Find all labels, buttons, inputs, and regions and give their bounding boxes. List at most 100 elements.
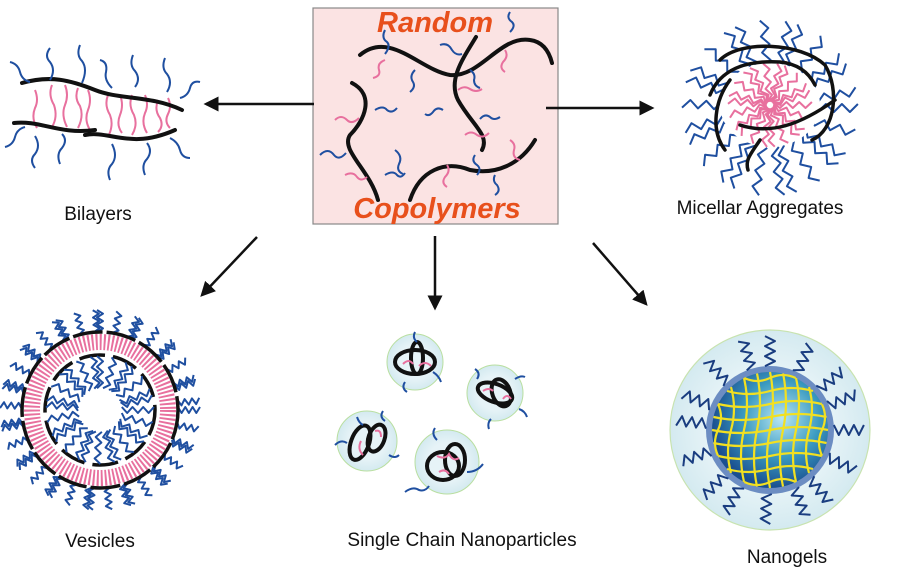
hydrophobic-chain [728,91,768,108]
title-copolymers: Copolymers [353,193,521,225]
hydrophilic-chain [815,366,843,392]
hydrophilic-chain [176,397,201,407]
label-bilayers: Bilayers [64,204,132,225]
hydrophilic-chain [19,346,39,365]
hydrophilic-chain [89,356,101,390]
mesh-line [726,386,814,396]
hydrophilic-chain [16,450,37,467]
hydrophobic-chain [772,101,813,109]
hydrophilic-chain [86,486,96,511]
hydrophilic-chain [165,357,187,373]
hydrophilic-chain [729,144,757,189]
hydrophilic-chain [119,388,151,405]
hydrophilic-chain [137,475,153,497]
hydrophilic-chain [92,309,101,334]
label-micellar-aggregates: Micellar Aggregates [677,198,844,219]
hydrophilic-chain [682,447,713,467]
hydrophilic-chain [64,483,78,507]
hydrophobic-chain [767,63,783,103]
hydrophilic-chain [770,146,786,196]
hydrophilic-chain [93,431,103,465]
hydrophilic-chain [59,372,84,397]
scnp-particle [404,427,484,495]
hydrophilic-chain [777,144,798,193]
hydrophilic-chain [801,131,839,165]
hydrophilic-chain [0,417,25,428]
mesh-line [804,386,814,474]
hydrophilic-chain [790,35,823,75]
hydrophilic-chain [73,312,85,336]
hydrophobic-chain [768,65,789,103]
hydrophobic-chain [773,105,800,136]
hydrophobic-chain [727,97,768,109]
hydrophilic-chain [117,421,145,444]
hydrophilic-chain [675,415,707,429]
hydrophilic-chain [702,474,729,501]
hydrophilic-chain [171,439,193,454]
hydrophilic-chain [176,421,200,433]
hydrophilic-chain [150,466,168,486]
hydrophilic-chain [80,430,97,463]
hydrophilic-chain [156,342,176,360]
hydrophilic-chain [108,362,129,391]
mesh-line [743,477,797,487]
hydrophobic-chain [769,72,798,102]
hydrophilic-chain [722,487,745,516]
hydrophilic-side-chains [319,11,515,196]
hydrophilic-chain [102,356,117,390]
hydrophilic-chain [680,390,711,411]
hydrophobic-chain [749,67,770,104]
hydrophilic-chain [689,121,735,145]
hydrophilic-chain [64,427,88,453]
hydrophilic-chain [46,395,79,409]
arrows [200,96,655,311]
hydrophilic-chain [792,342,814,372]
micellar-aggregates-illustration [681,19,859,196]
hydrophilic-chain [152,464,172,484]
mesh-line [817,403,827,457]
hydrophilic-chain [45,401,79,412]
mesh-line [713,412,827,422]
hydrophilic-chain [82,486,93,511]
arrow-to-vesicles [200,236,258,297]
hydrophilic-chain [177,406,201,414]
hydrophilic-chain [121,406,155,414]
hydrophilic-chain [55,421,84,442]
hydrophilic-chain [172,374,195,388]
hydrophilic-chain [1,421,25,432]
hydrophilic-chain [102,430,116,463]
hydrophilic-chain [111,365,134,393]
hydrophobic-side-chains [334,49,521,188]
hydrophilic-chain [112,425,134,453]
hydrophobic-chain [734,80,767,106]
hydrophilic-chain [764,335,776,368]
mesh-line [726,386,736,474]
vesicles-illustration [0,309,201,511]
hydrophilic-chain [173,378,197,391]
mesh-line [778,373,788,487]
hydrophilic-chain [790,486,811,516]
hydrophilic-chain [44,476,61,497]
hydrophilic-chain [0,401,23,410]
hydrophilic-chain [119,483,132,507]
hydrophobic-chain [771,82,807,105]
hydrophilic-chain [703,359,729,387]
hydrophilic-chain [832,424,865,436]
scnp-particle [466,364,528,430]
mesh-line [752,373,762,487]
hydrophilic-chain [9,362,31,377]
hydrophilic-chain [51,418,83,437]
hydrophobic-chain [743,71,768,105]
hydrophilic-chain [122,482,136,505]
hydrophobic-chain [735,106,770,131]
hydrophilic-chain [759,493,773,525]
hydrophilic-chain [790,139,820,182]
hydrophilic-chain [704,48,740,84]
hydrophilic-chain [115,376,143,398]
single-chain-nanoparticles-illustration [334,331,528,495]
hydrophilic-chain [51,321,67,343]
label-nanogels: Nanogels [747,547,827,568]
hydrophilic-chain [119,418,148,439]
hydrophilic-chain [808,475,834,503]
